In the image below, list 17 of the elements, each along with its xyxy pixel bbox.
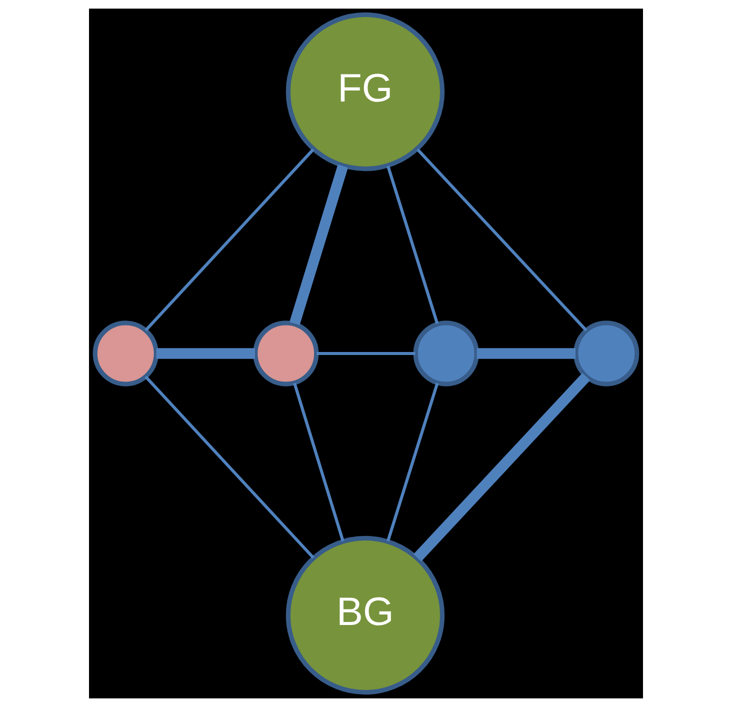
connector xyxy=(289,164,348,326)
connector xyxy=(144,376,314,559)
connector xyxy=(476,348,576,359)
node-circle: FG xyxy=(286,12,445,172)
node-circle: BG xyxy=(286,536,445,695)
node-circle xyxy=(413,320,479,386)
connector xyxy=(156,348,255,359)
connector xyxy=(144,148,314,332)
node-circle xyxy=(253,320,319,386)
connector xyxy=(386,166,439,324)
connector xyxy=(386,382,439,542)
node-circle xyxy=(92,320,158,386)
connector xyxy=(416,148,588,332)
connector xyxy=(414,373,590,562)
node-circle xyxy=(574,320,640,386)
connector xyxy=(293,382,344,542)
connector xyxy=(316,352,416,356)
